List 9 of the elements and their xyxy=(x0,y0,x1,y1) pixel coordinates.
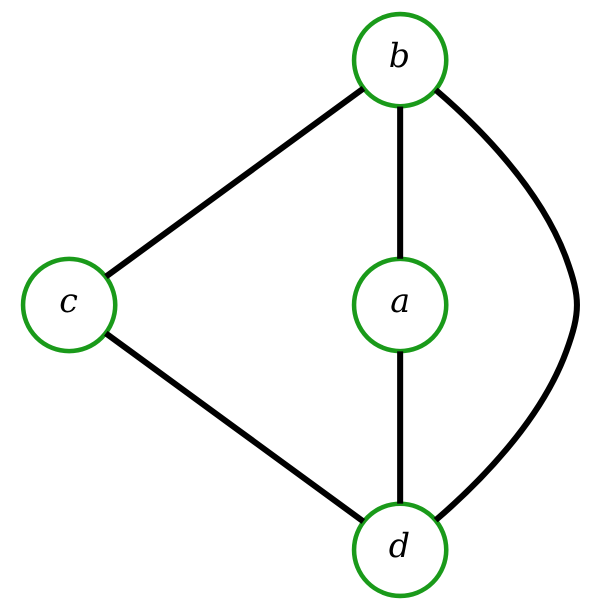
node-circle: b xyxy=(352,12,449,109)
connector xyxy=(397,351,404,504)
node-circle: d xyxy=(352,501,449,598)
connector xyxy=(104,330,366,524)
node-circle: c xyxy=(20,256,118,354)
connector xyxy=(397,106,404,259)
node-circle: a xyxy=(352,256,449,354)
connector xyxy=(104,86,366,280)
connector xyxy=(434,88,580,522)
